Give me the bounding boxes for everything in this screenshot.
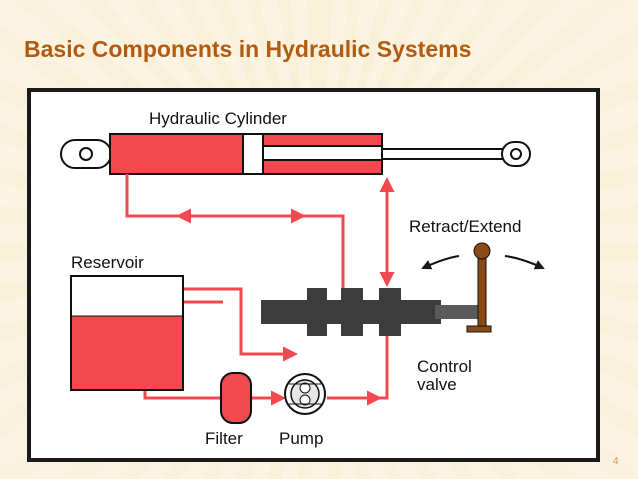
control-valve-label-line2: valve — [417, 375, 457, 394]
retract-extend-label: Retract/Extend — [409, 217, 521, 236]
diagram-svg: Hydraulic Cylinder — [27, 88, 600, 462]
hydraulic-cylinder — [60, 133, 531, 175]
reservoir: Reservoir — [70, 253, 184, 391]
pump — [284, 373, 326, 415]
cylinder-label: Hydraulic Cylinder — [149, 109, 287, 128]
control-valve-label-line1: Control — [417, 357, 472, 376]
valve-lever — [421, 242, 545, 333]
hydraulic-diagram: Hydraulic Cylinder — [27, 88, 600, 462]
filter — [220, 372, 252, 424]
slide-number: 4 — [613, 456, 619, 467]
fluid-lines — [125, 174, 395, 406]
slide-title: Basic Components in Hydraulic Systems — [24, 36, 472, 62]
pump-label: Pump — [279, 429, 323, 448]
reservoir-label: Reservoir — [71, 253, 144, 272]
control-valve — [261, 288, 485, 336]
filter-label: Filter — [205, 429, 243, 448]
